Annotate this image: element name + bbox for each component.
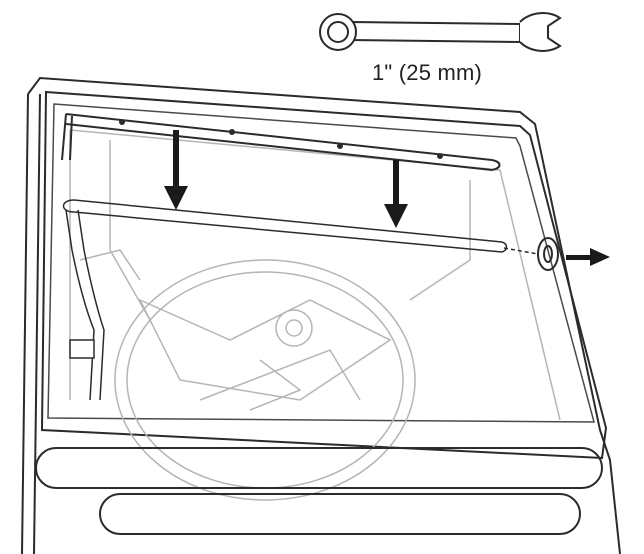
down-arrow-left — [164, 130, 188, 210]
door-slots — [35, 447, 603, 535]
top-spray-tube — [61, 113, 501, 171]
down-arrow-right — [384, 160, 408, 228]
outer-cabinet — [21, 76, 621, 554]
nut-guide-line — [503, 247, 539, 255]
tub-interior — [69, 129, 561, 501]
wrench-size-label: 1" (25 mm) — [372, 60, 483, 85]
nut-icon — [537, 237, 559, 271]
tube-clips — [119, 119, 443, 159]
removed-tube — [62, 199, 508, 401]
tub-rim — [40, 90, 608, 460]
right-arrow — [566, 248, 610, 266]
